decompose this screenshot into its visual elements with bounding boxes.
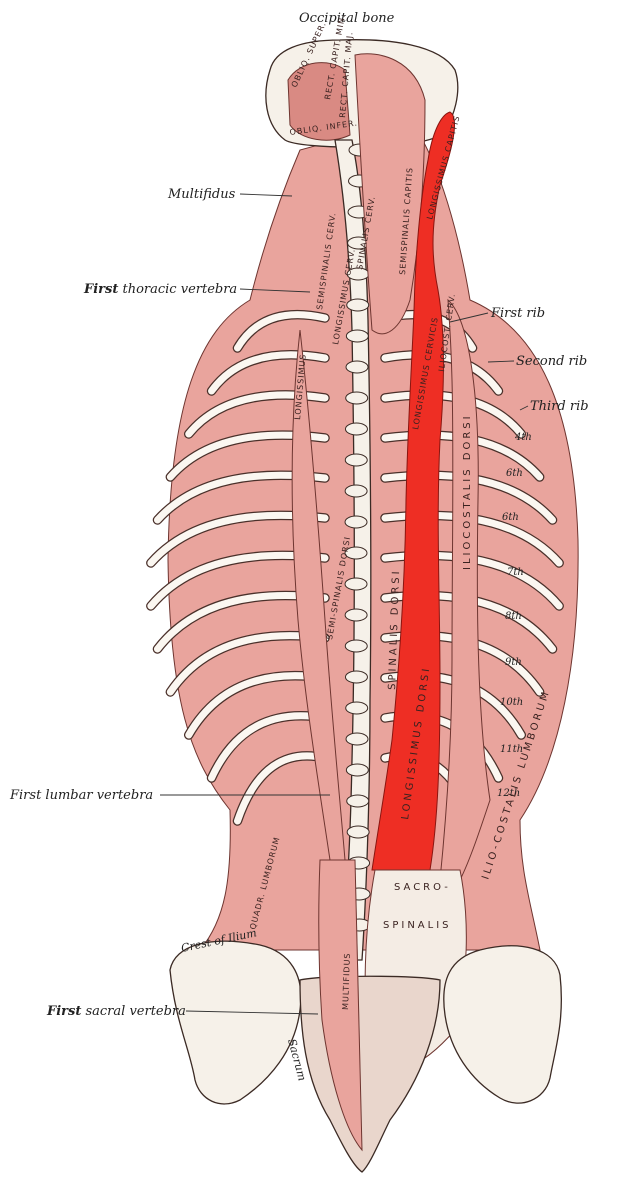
leader-first-rib [449,312,489,323]
leader-first-thoracic [239,288,311,293]
multifidus-lower-muscle [318,859,363,1152]
vertebra [345,763,369,777]
vertebra [344,422,368,436]
label-first-sacral-vertebra: First sacral vertebra [46,1004,186,1019]
vertebra [344,546,368,560]
rib-number: 12th [497,788,520,799]
rib-number: 8th [505,611,522,622]
label-first-thoracic-rest: thoracic vertebra [122,282,237,297]
label-multifidus-lower: MULTIFIDUS [341,952,352,1010]
pelvis-right [443,945,563,1104]
suboccipital-muscles [287,62,351,141]
rib-number: 6th [502,512,519,523]
pelvis-left [169,940,302,1105]
rib-number: 10th [500,697,523,708]
label-first-sacral-bold: First [46,1004,81,1019]
vertebra [344,453,368,467]
vertebra [345,732,369,746]
label-iliocostalis-dorsi: ILIOCOSTALIS DORSI [462,413,473,570]
label-second-rib: Second rib [516,354,587,369]
vertebra [346,298,370,312]
label-first-thoracic-bold: First [83,282,118,297]
vertebra [345,329,369,343]
label-spinalis-dorsi: SPINALIS DORSI [387,568,402,690]
label-spinalis: SPINALIS [383,920,452,931]
label-sacro: SACRO- [394,882,451,893]
vertebra [344,639,368,653]
label-occipital-bone: Occipital bone [299,11,395,26]
vertebra [344,608,368,622]
rib-left [233,311,329,352]
rib-number: 4th [514,432,532,443]
rib-number: 7th [507,567,524,578]
vertebra [344,670,368,684]
vertebra [345,391,369,405]
rib-left [208,351,329,395]
label-first-rib: First rib [490,306,545,321]
rib-number: 6th [506,468,523,479]
vertebra [345,701,369,715]
label-multifidus: Multifidus [167,187,236,202]
label-first-lumbar-vertebra: First lumbar vertebra [9,788,153,803]
label-first-sacral-rest: sacral vertebra [85,1004,185,1019]
label-first-thoracic-vertebra: First thoracic vertebra [83,282,237,297]
vertebra [344,515,368,529]
rib-number: 11th [500,744,523,755]
vertebra [346,825,370,839]
rib-left [233,752,329,825]
rib-left [208,712,329,782]
label-third-rib: Third rib [530,399,589,414]
leader-first-sacral [185,1010,319,1015]
rib-number-labels: 4th 6th 6th 7th 8th 9th 10th 11th 12th [497,432,532,799]
vertebra [344,577,368,591]
vertebra [345,360,369,374]
leader-multifidus [239,193,293,197]
vertebra [346,794,370,808]
vertebra [344,484,368,498]
leader-third-rib [519,405,529,411]
leader-second-rib [487,360,515,363]
semispinalis-capitis-muscle [354,53,426,335]
rib-number: 9th [505,657,522,668]
